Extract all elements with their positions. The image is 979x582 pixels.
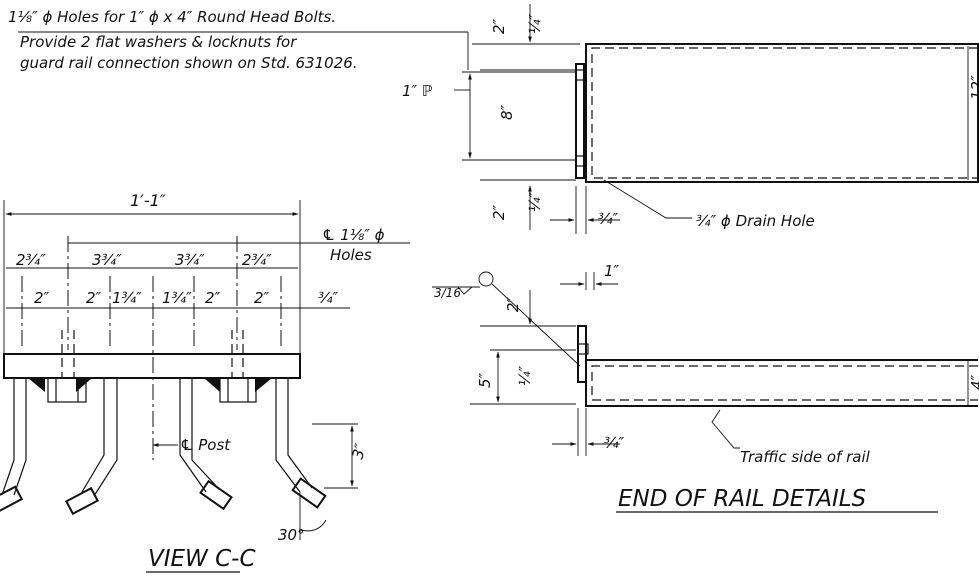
dim-8: 8″	[498, 104, 516, 120]
mid-dim-2: 2″	[490, 204, 508, 220]
holes-cl-label-2: Holes	[330, 246, 372, 264]
upper-dim-3q: ¾″	[598, 210, 619, 228]
traffic-side-label: Traffic side of rail	[740, 448, 871, 466]
drain-hole-label: ¾″ ϕ Drain Hole	[696, 212, 815, 230]
dim-upper-4: 2¾″	[242, 251, 272, 269]
dim-5: 5″	[476, 372, 494, 388]
note-line-2: Provide 2 flat washers & locknuts for	[20, 33, 297, 51]
dim-lower-4: 1¾″	[162, 289, 192, 307]
dim-lower-3: 1¾″	[112, 289, 142, 307]
leg-dim: 3″	[348, 441, 369, 461]
note-line-3: guard rail connection shown on Std. 6310…	[20, 54, 358, 72]
holes-cl-label-1: ℄ 1⅛″ ϕ	[322, 226, 385, 244]
dim-12: 12″	[968, 75, 979, 100]
dim-upper-2: 3¾″	[92, 251, 122, 269]
dim-lower-5: 2″	[205, 289, 221, 307]
mid-dim-quarter: ¼″	[526, 191, 544, 212]
lower-dim-quarter: ¼″	[516, 365, 534, 386]
dim-lower-6: 2″	[254, 289, 270, 307]
general-note: 1⅛″ ϕ Holes for 1″ ϕ x 4″ Round Head Bol…	[8, 8, 469, 72]
angle-label: 30°	[278, 526, 305, 544]
rail-lower-detail: 3/16 1″ 2″ 5″ ¼″ 4″ ¾″ T	[432, 262, 979, 513]
view-cc-title: VIEW C-C	[148, 546, 256, 572]
rail-upper-detail: 2″ ¼″ 1″ ℙ 8″ 12″ 2″ ¼″ ¾″ ¾″ ϕ Dra	[402, 4, 979, 234]
weld-size: 3/16	[434, 286, 461, 300]
top-dim-2: 2″	[490, 18, 508, 34]
plate-label: 1″ ℙ	[402, 82, 432, 100]
dim-1: 1″	[604, 262, 620, 280]
lower-dim-2: 2″	[504, 296, 522, 312]
lower-dim-3q: ¾″	[604, 434, 625, 452]
dim-upper-1: 2¾″	[16, 251, 46, 269]
note-line-1: 1⅛″ ϕ Holes for 1″ ϕ x 4″ Round Head Bol…	[8, 8, 336, 26]
view-cc: 1′-1″ ℄ 1⅛″ ϕ Holes 2¾″ 3¾″ 3¾″ 2¾″ 2″ 2…	[0, 191, 410, 573]
dim-lower-7: ¾″	[318, 289, 339, 307]
top-dim-quarter: ¼″	[526, 13, 544, 34]
post-cl-label: ℄ Post	[180, 436, 231, 454]
dim-4: 4″	[968, 374, 979, 390]
dim-overall: 1′-1″	[130, 191, 166, 210]
dim-lower-1: 2″	[34, 289, 50, 307]
dim-upper-3: 3¾″	[175, 251, 205, 269]
dim-lower-2: 2″	[86, 289, 102, 307]
end-of-rail-title: END OF RAIL DETAILS	[618, 486, 866, 512]
